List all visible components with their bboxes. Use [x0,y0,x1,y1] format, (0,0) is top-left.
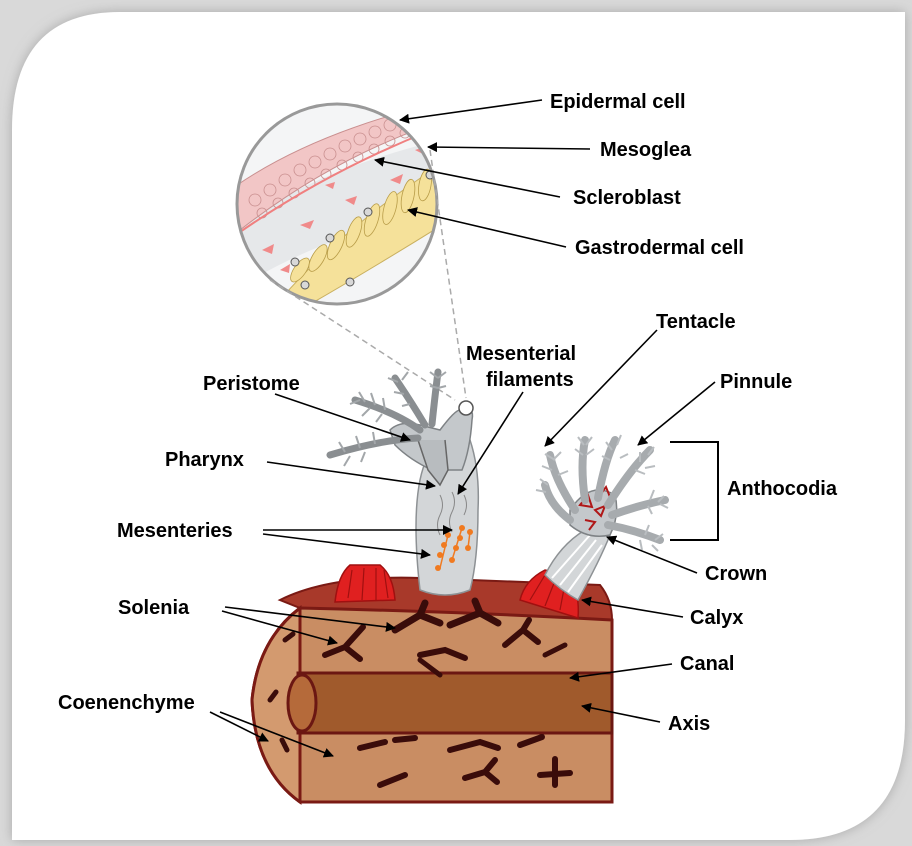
label-axis: Axis [668,713,710,735]
axis-rod [298,673,612,733]
label-calyx: Calyx [690,607,743,629]
label-epidermal-cell: Epidermal cell [550,91,686,113]
label-scleroblast: Scleroblast [573,187,681,209]
label-crown: Crown [705,563,767,585]
label-mesoglea: Mesoglea [600,139,692,161]
label-anthocodia: Anthocodia [727,478,838,500]
label-peristome: Peristome [203,373,300,395]
label-solenia: Solenia [118,597,190,619]
label-tentacle: Tentacle [656,311,736,333]
label-mesenterial-filaments-2: filaments [486,369,574,391]
label-pharynx: Pharynx [165,449,244,471]
label-canal: Canal [680,653,734,675]
label-mesenterial-filaments-1: Mesenterial [466,343,576,365]
label-coenenchyme: Coenenchyme [58,692,195,714]
label-pinnule: Pinnule [720,371,792,393]
label-gastrodermal-cell: Gastrodermal cell [575,237,744,259]
label-mesenteries: Mesenteries [117,520,233,542]
